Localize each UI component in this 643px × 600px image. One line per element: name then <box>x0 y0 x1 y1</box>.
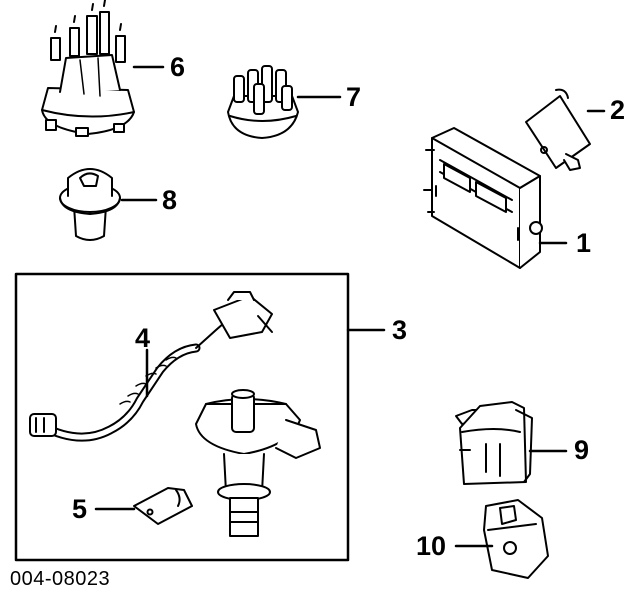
assembly-3-frame <box>14 272 350 562</box>
callout-6: 6 <box>170 52 186 82</box>
callout-7: 7 <box>346 82 362 112</box>
ignition-coil-part-9 <box>455 401 533 485</box>
hold-down-clamp-part-5 <box>133 487 193 525</box>
callout-1: 1 <box>576 228 592 258</box>
distributor-cap-part-6 <box>41 0 135 137</box>
rotor-part-8 <box>59 168 121 241</box>
distributor-body <box>195 389 321 537</box>
control-module-part-1 <box>423 127 543 269</box>
callout-4: 4 <box>135 323 151 353</box>
document-id: 004-08023 <box>10 568 111 590</box>
callout-10: 10 <box>416 531 447 561</box>
pickup-harness-part-4 <box>29 291 273 442</box>
distributor-cap-part-7 <box>227 65 299 139</box>
coil-bracket-part-10 <box>483 499 549 579</box>
callout-2: 2 <box>610 95 626 125</box>
callout-3: 3 <box>392 315 408 345</box>
sensor-bracket-part-2 <box>525 88 591 171</box>
callout-9: 9 <box>574 435 590 465</box>
callout-8: 8 <box>162 185 178 215</box>
callout-5: 5 <box>72 494 88 524</box>
callout-leaders <box>94 65 606 548</box>
